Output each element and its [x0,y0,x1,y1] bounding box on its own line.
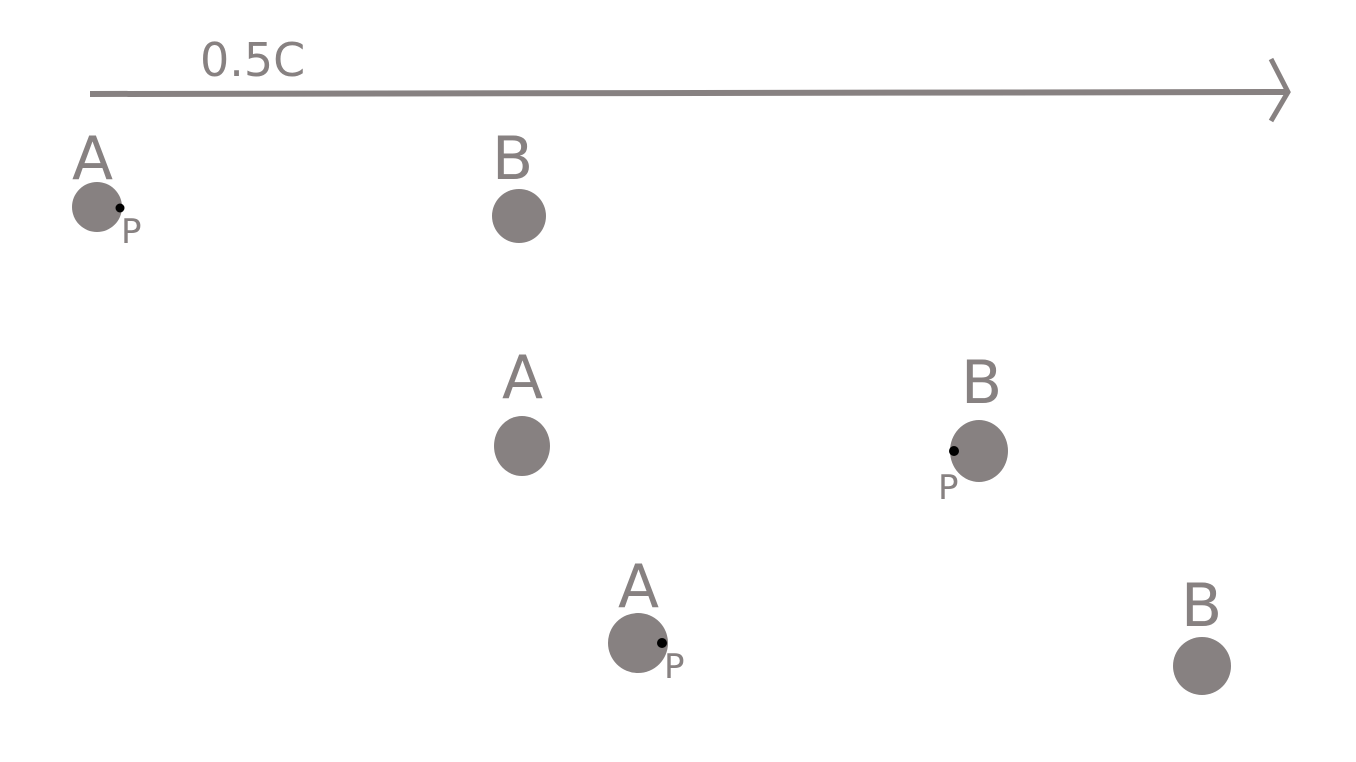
ball-a-label: A [72,124,113,194]
velocity-label: 0.5C [200,33,305,87]
point-p-label: P [121,212,142,252]
snapshot-1: A P B [72,124,546,252]
point-p-marker [949,446,959,456]
arrow-head [1268,57,1291,123]
ball-b-label: B [961,348,1002,418]
point-p-label: P [664,647,685,687]
snapshot-3: A P B [608,552,1231,695]
point-p-marker [115,203,125,213]
point-p-marker [657,638,667,648]
ball-a-label: A [502,343,543,413]
velocity-arrow [89,57,1291,123]
arrow-shaft [89,89,1289,97]
ball-a [72,182,122,232]
ball-a [608,613,668,673]
ball-b [950,420,1008,482]
ball-b [1173,637,1231,695]
ball-b [492,189,546,243]
ball-b-label: B [1181,571,1222,641]
ball-b-label: B [492,124,533,194]
ball-a [494,416,550,476]
snapshot-2: A B P [494,343,1008,508]
point-p-label: P [938,468,959,508]
ball-a-label: A [618,552,659,622]
